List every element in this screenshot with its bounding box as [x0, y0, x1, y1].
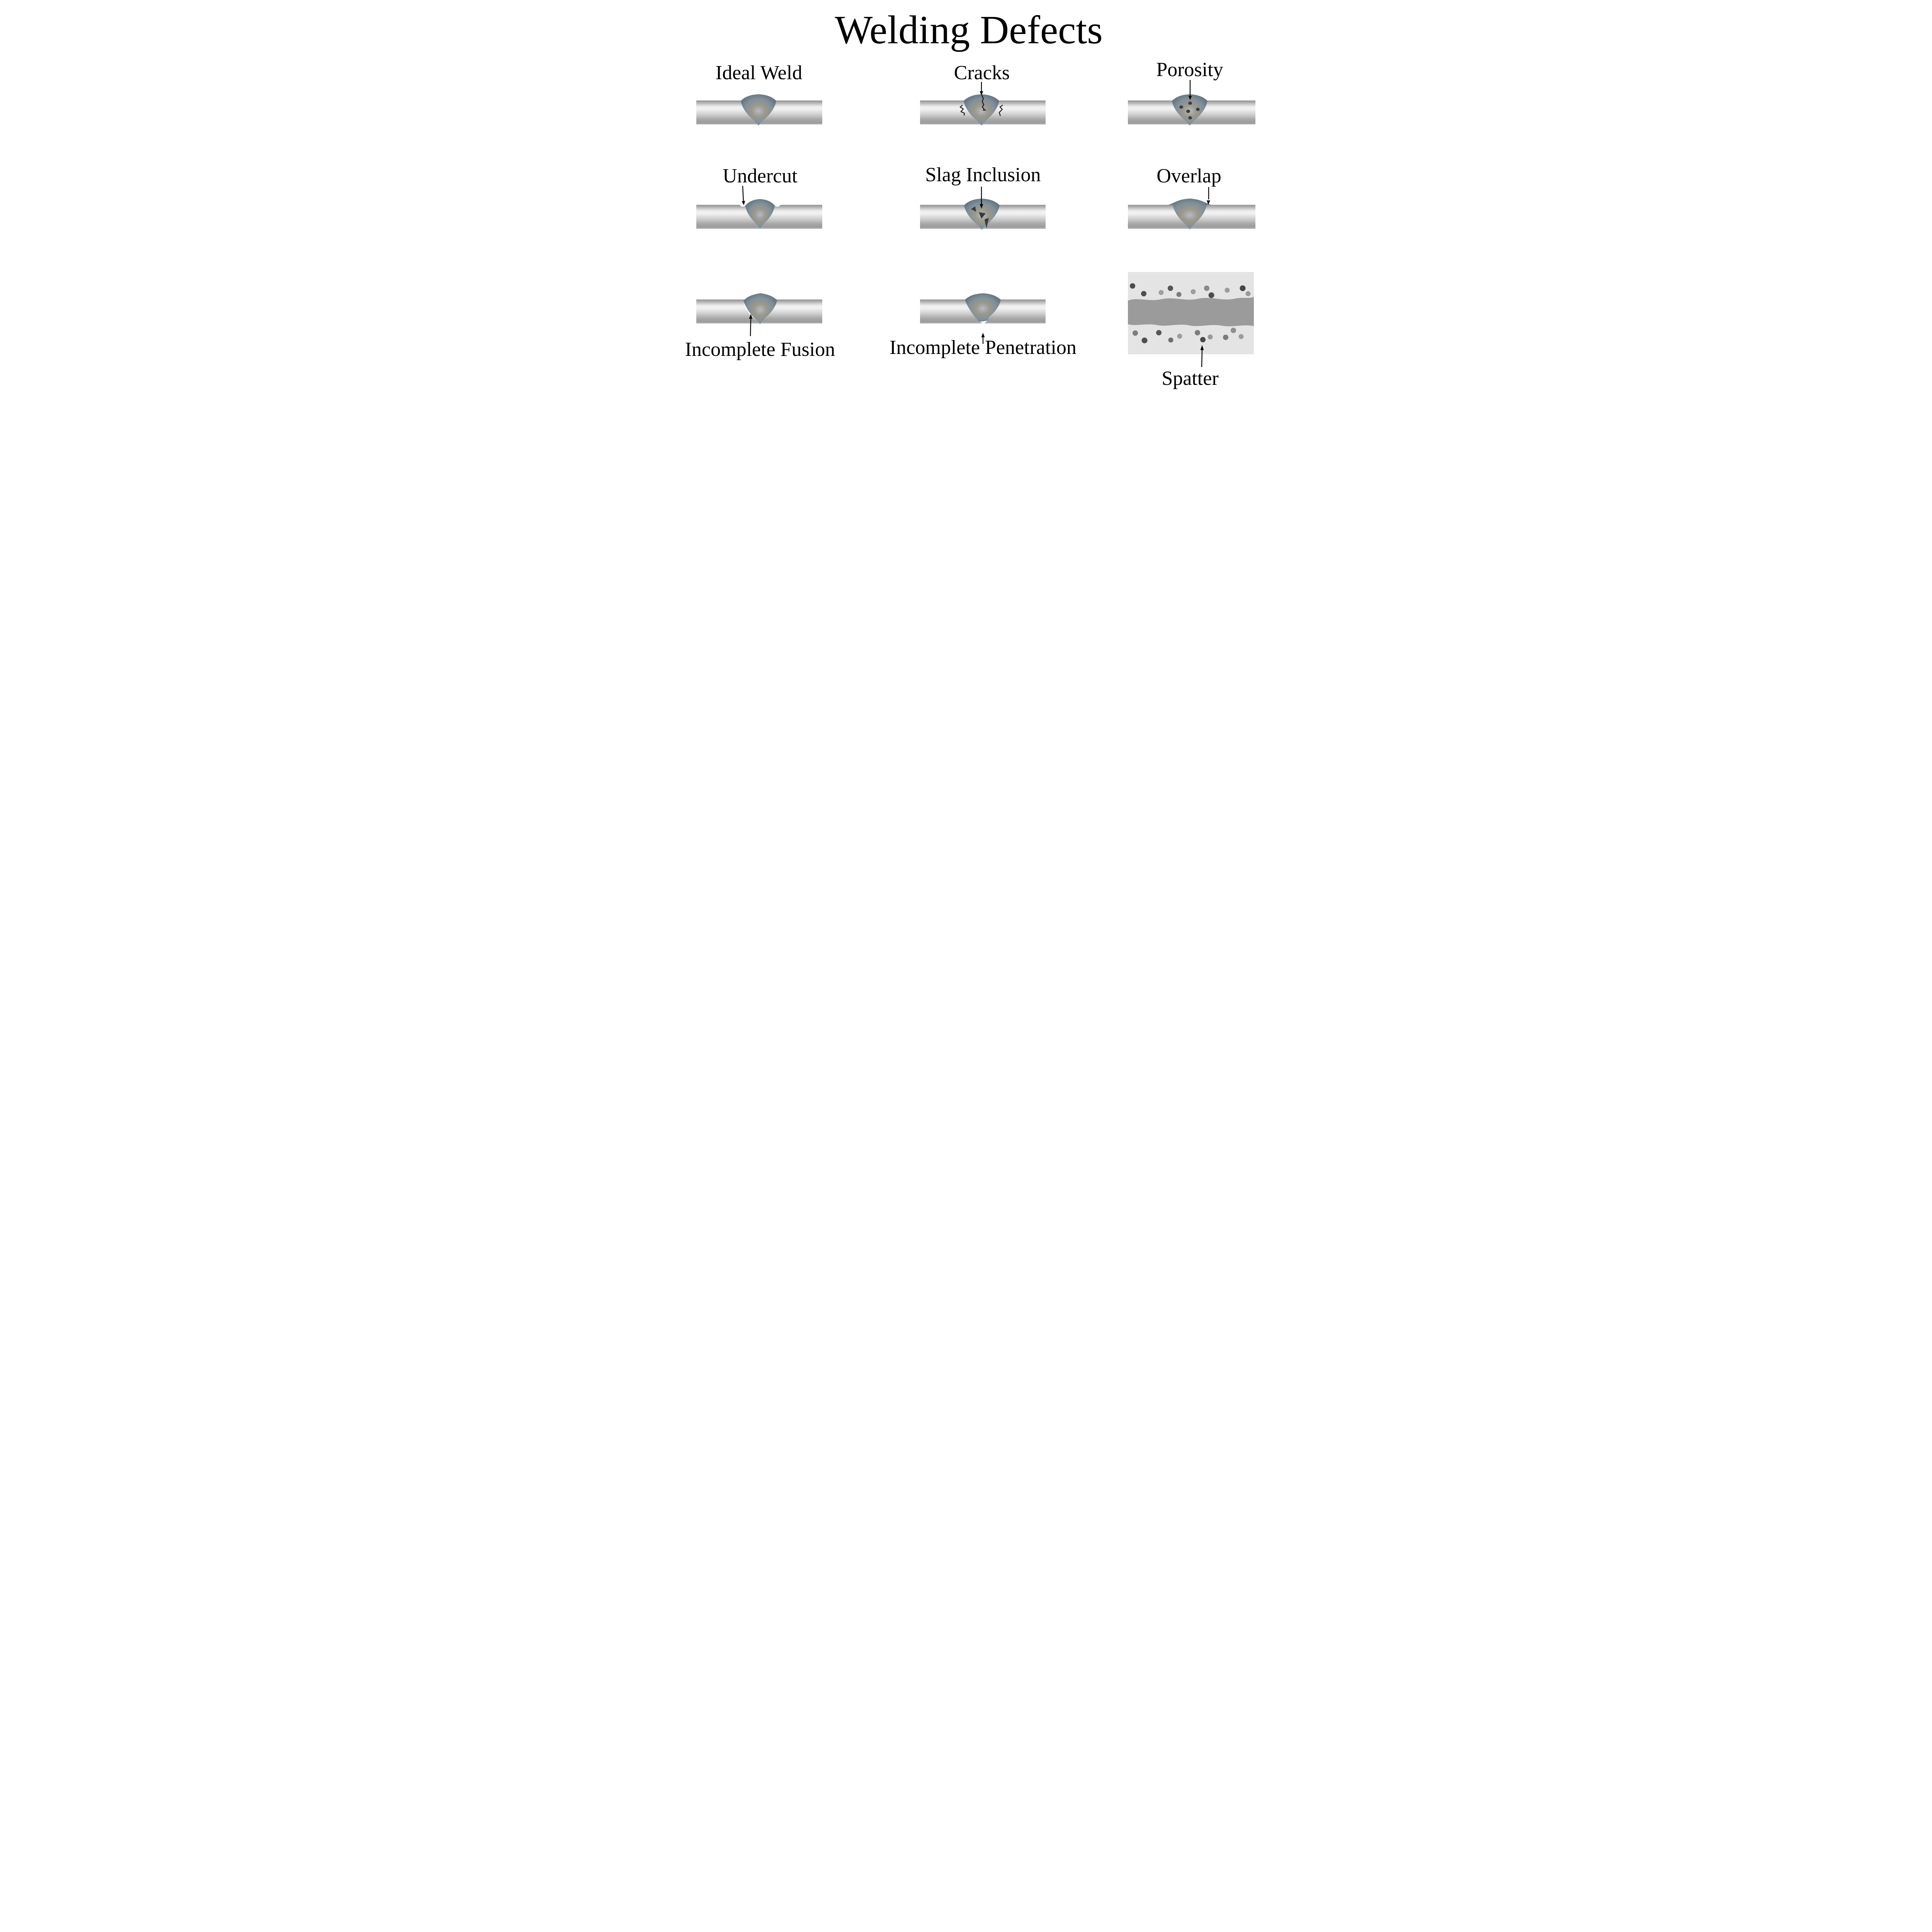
panel-cracks: Cracks	[920, 62, 1046, 126]
panel-overlap: Overlap	[1128, 165, 1255, 230]
up-arrowhead-icon	[1200, 345, 1204, 350]
undercut-notch-right	[774, 204, 781, 207]
panel-incomplete-penetration: Incomplete Penetration	[889, 293, 1077, 359]
crack-left-mark	[959, 105, 965, 116]
weld-bead	[740, 94, 776, 126]
weld-bead	[963, 94, 999, 126]
crack-right-mark	[998, 105, 1003, 116]
weld-bead	[743, 293, 777, 324]
slag-particles	[971, 206, 989, 228]
down-arrowhead-icon	[1188, 96, 1192, 100]
panel-porosity: Porosity	[1128, 59, 1255, 126]
weld-bead	[745, 199, 775, 228]
page-title: Welding Defects	[835, 8, 1102, 52]
spatter-dots-top	[1129, 283, 1250, 298]
label-undercut: Undercut	[723, 165, 798, 187]
spatter-dots-bottom	[1132, 328, 1243, 344]
up-arrow-icon	[750, 318, 751, 337]
penetration-gap-white	[979, 321, 988, 324]
panel-ideal-weld: Ideal Weld	[696, 62, 822, 126]
diagram-page: Welding Defects Ideal Weld Cracks Porosi…	[663, 0, 1269, 400]
label-slag-inclusion: Slag Inclusion	[925, 164, 1041, 186]
down-arrowhead-icon	[1206, 200, 1210, 205]
label-incomplete-fusion: Incomplete Fusion	[685, 338, 835, 361]
panel-slag-inclusion: Slag Inclusion	[920, 164, 1046, 230]
label-porosity: Porosity	[1156, 59, 1223, 81]
label-spatter: Spatter	[1162, 367, 1218, 389]
down-arrowhead-icon	[742, 201, 745, 205]
pore-dots	[1179, 101, 1200, 120]
weld-bead	[1168, 199, 1211, 230]
down-arrowhead-icon	[980, 91, 983, 95]
label-cracks: Cracks	[954, 62, 1009, 84]
undercut-notch-left	[739, 204, 746, 207]
weld-bead	[964, 293, 1001, 322]
label-ideal-weld: Ideal Weld	[715, 62, 802, 84]
panel-spatter: Spatter	[1128, 272, 1254, 389]
label-overlap: Overlap	[1156, 165, 1221, 187]
down-arrowhead-icon	[980, 204, 983, 209]
label-incomplete-penetration: Incomplete Penetration	[889, 337, 1077, 359]
weld-bead	[1172, 94, 1208, 126]
diagram-canvas: Welding Defects Ideal Weld Cracks Porosi…	[685, 8, 1255, 389]
up-arrowhead-icon	[749, 314, 752, 319]
panel-incomplete-fusion: Incomplete Fusion	[685, 293, 835, 361]
spatter-weld-band	[1128, 297, 1254, 327]
panel-undercut: Undercut	[696, 165, 822, 229]
up-arrowhead-icon	[981, 333, 985, 337]
crack-center-mark	[981, 94, 986, 111]
